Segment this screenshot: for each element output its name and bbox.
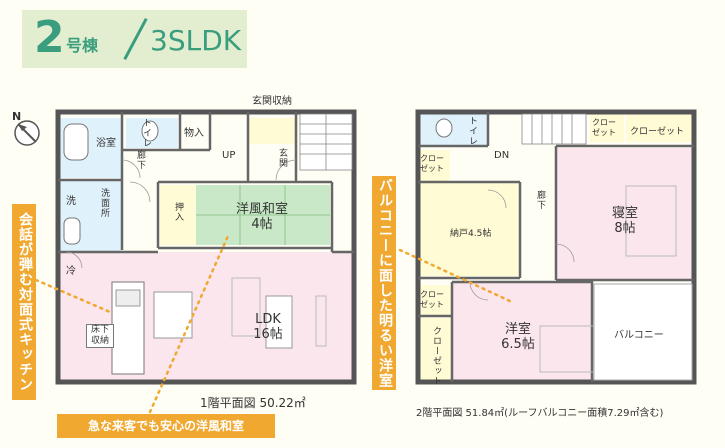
building-number: 2 <box>34 12 65 63</box>
banner-japanese-room: 急な来客でも安心の洋風和室 <box>57 414 275 438</box>
banner-balcony-room: バルコニーに面した明るい洋室 <box>372 176 396 390</box>
stairs-down-label: DN <box>494 150 510 161</box>
floor1-caption: 1階平面図 50.22㎡ <box>200 396 306 410</box>
closet-2f-b: クロー ゼット <box>592 118 616 137</box>
closet-2f-d: クロー ゼット <box>420 290 444 309</box>
stairs-up-label: UP <box>222 150 236 161</box>
compass-icon <box>14 120 40 146</box>
room-bedroom: 寝室 8帖 <box>611 206 638 236</box>
floor-storage: 床下 収納 <box>86 324 114 348</box>
fridge-label: 冷 <box>66 266 76 277</box>
room-hall-1f: 廊下 <box>135 150 145 170</box>
room-nando: 納戸4.5帖 <box>450 229 492 239</box>
floor2-plan <box>415 109 697 385</box>
building-suffix: 号棟 <box>66 36 99 55</box>
closet-2f-a: クロー ゼット <box>420 154 444 173</box>
room-balcony: バルコニー <box>614 330 664 341</box>
closet-2f-e: クローゼット <box>431 326 441 386</box>
room-ldk: LDK 16帖 <box>253 312 283 342</box>
floor1-plan <box>55 109 357 385</box>
room-japanese-style: 洋風和室 4帖 <box>235 202 288 232</box>
room-storage: 物入 <box>184 128 204 139</box>
room-toilet-2f: トイレ <box>467 116 477 146</box>
closet-2f-c: クローゼット <box>630 127 685 137</box>
room-western: 洋室 6.5帖 <box>501 322 535 352</box>
layout-type: 3SLDK <box>150 24 242 57</box>
room-toilet-1f: トイレ <box>141 118 151 148</box>
floor2-caption: 2階平面図 51.84㎡(ルーフバルコニー面積7.29㎡含む) <box>416 408 664 419</box>
room-washroom: 洗面所 <box>99 188 109 218</box>
room-oshiire: 押入 <box>173 202 183 222</box>
header: 2 号棟 3SLDK <box>22 10 247 68</box>
room-bath: 浴室 <box>96 138 116 149</box>
banner-kitchen: 会話が弾む対面式キッチン <box>12 204 36 400</box>
north-label: N <box>12 110 22 123</box>
room-entrance: 玄関 <box>277 148 287 168</box>
laundry-label: 洗 <box>66 196 76 207</box>
room-entrance-closet: 玄関収納 <box>252 96 292 107</box>
room-hall-2f: 廊下 <box>535 190 545 210</box>
